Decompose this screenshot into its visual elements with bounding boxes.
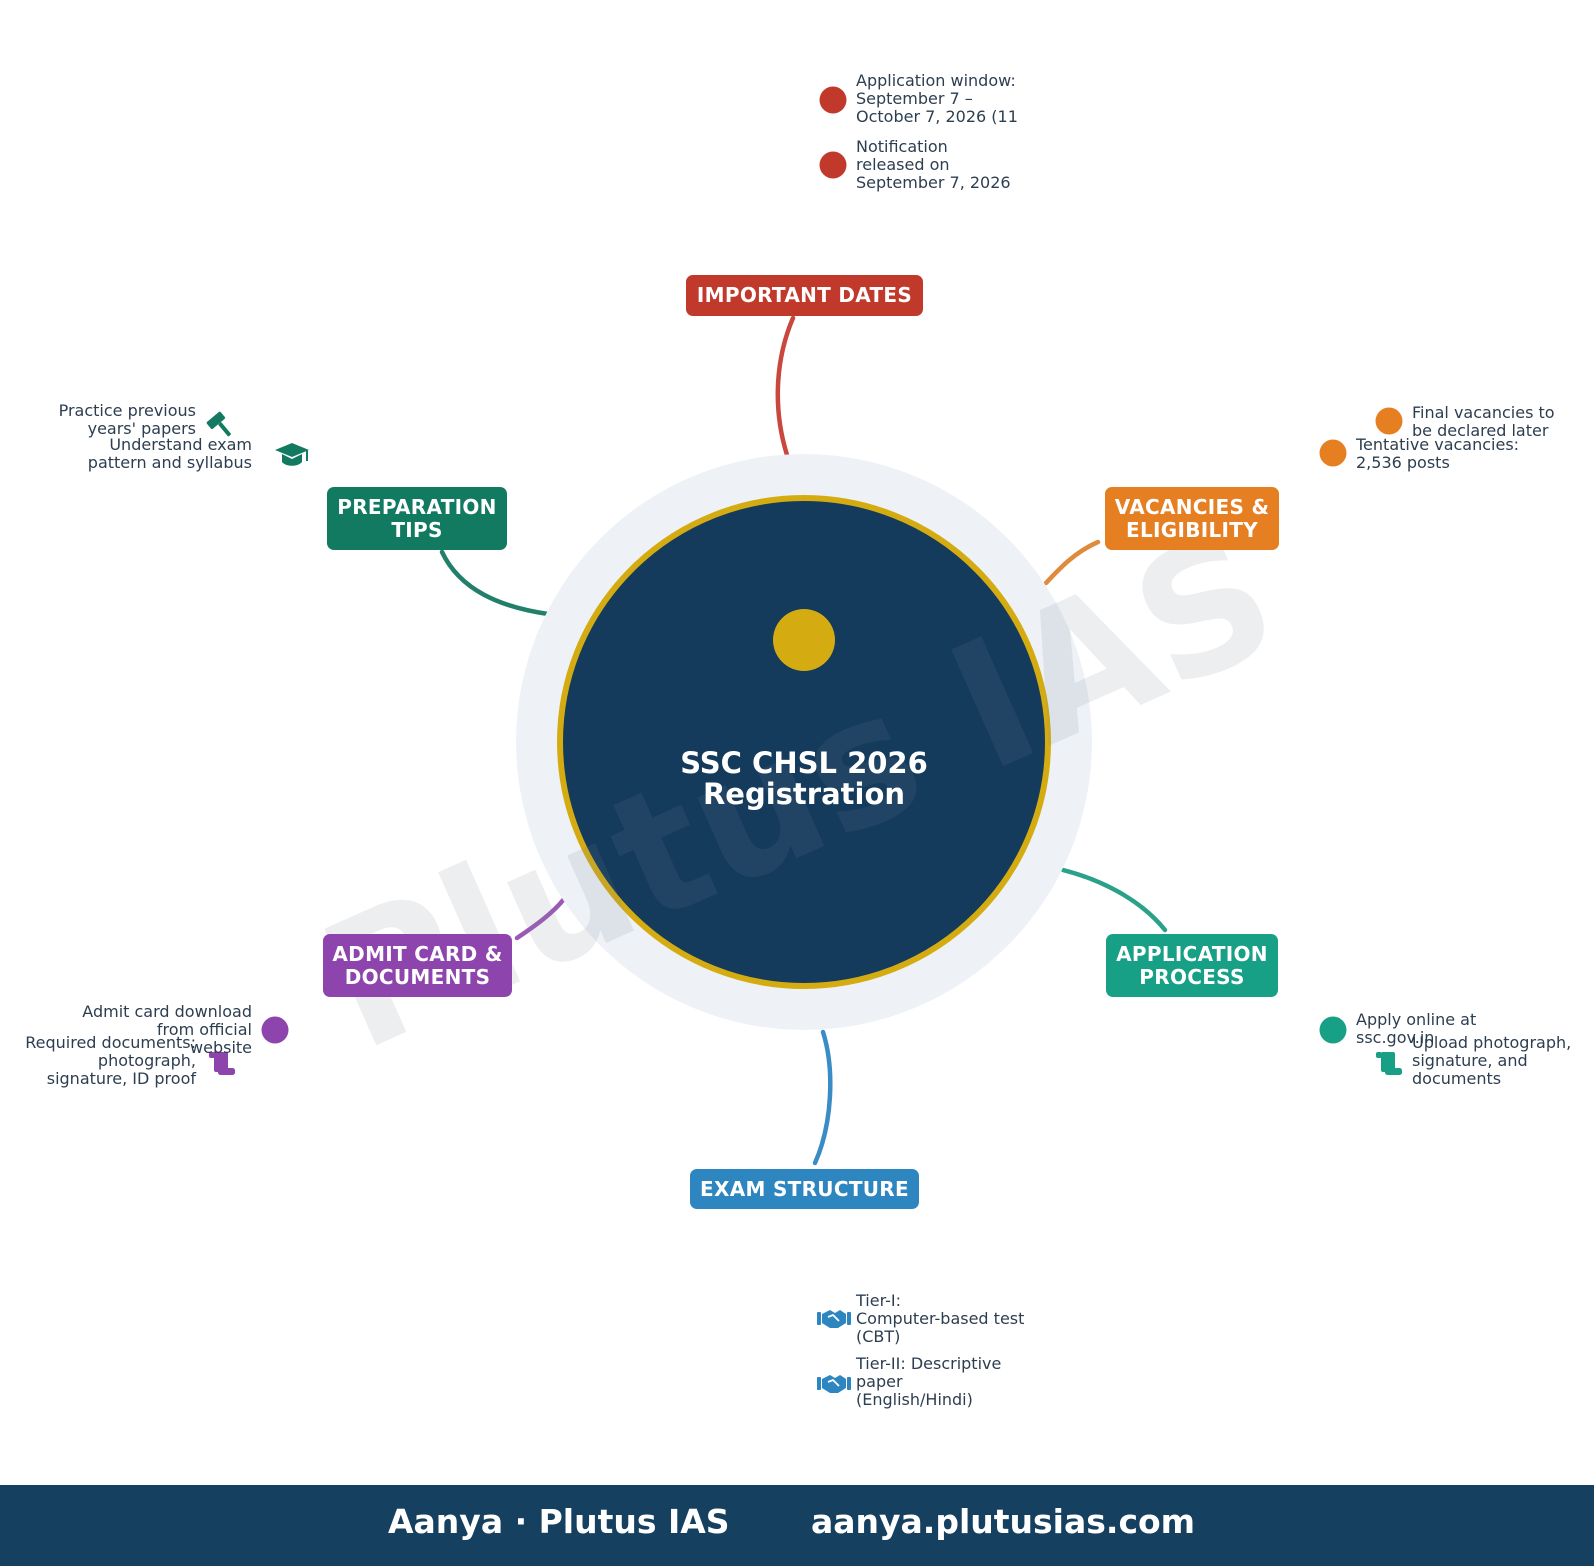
note-tier-two: Tier-II: Descriptive paper (English/Hind… bbox=[856, 1354, 1002, 1409]
dot-icon bbox=[261, 1016, 289, 1044]
branch-label: VACANCIES & ELIGIBILITY bbox=[1114, 494, 1270, 542]
connector-important-dates bbox=[775, 315, 796, 458]
dot-icon bbox=[1319, 439, 1347, 467]
graduation-cap-icon bbox=[275, 443, 309, 466]
branch-application-process[interactable]: APPLICATION PROCESS bbox=[1106, 934, 1278, 997]
branch-admit-card-documents[interactable]: ADMIT CARD & DOCUMENTS bbox=[323, 934, 512, 997]
branch-label: PREPARATION TIPS bbox=[337, 494, 497, 542]
center-title: SSC CHSL 2026 Registration bbox=[680, 746, 928, 811]
center-circle bbox=[557, 495, 1051, 989]
note-application-window: Application window: September 7 – Octobe… bbox=[856, 71, 1018, 126]
dot-icon bbox=[819, 86, 847, 114]
branch-label: ADMIT CARD & DOCUMENTS bbox=[332, 941, 503, 989]
dot-icon bbox=[819, 151, 847, 179]
connector-exam bbox=[812, 1029, 833, 1166]
connector-preparation bbox=[439, 549, 551, 617]
footer-author: Aanya · Plutus IAS bbox=[388, 1502, 730, 1541]
note-admit-card-download: Admit card download from official websit… bbox=[82, 1002, 252, 1057]
handshake-icon bbox=[817, 1375, 851, 1393]
note-practice-papers: Practice previous years' papers bbox=[58, 401, 196, 438]
note-final-vacancies: Final vacancies to be declared later bbox=[1412, 403, 1555, 440]
gavel-icon bbox=[206, 411, 231, 437]
scroll-icon bbox=[209, 1052, 235, 1075]
note-tentative-vacancies: Tentative vacancies: 2,536 posts bbox=[1356, 435, 1520, 472]
dot-icon bbox=[1375, 407, 1403, 435]
note-tier-one: Tier-I: Computer-based test (CBT) bbox=[856, 1291, 1025, 1346]
branch-vacancies-eligibility[interactable]: VACANCIES & ELIGIBILITY bbox=[1105, 487, 1279, 550]
branch-important-dates[interactable]: IMPORTANT DATES bbox=[686, 275, 923, 316]
handshake-icon bbox=[817, 1310, 851, 1328]
branch-label: IMPORTANT DATES bbox=[696, 283, 913, 307]
connector-application bbox=[1060, 867, 1168, 933]
center-gold-dot bbox=[773, 609, 835, 671]
branch-preparation-tips[interactable]: PREPARATION TIPS bbox=[327, 487, 507, 550]
branch-exam-structure[interactable]: EXAM STRUCTURE bbox=[690, 1169, 919, 1209]
dot-icon bbox=[1319, 1016, 1347, 1044]
scroll-icon bbox=[1376, 1052, 1402, 1075]
note-upload-photograph: Upload photograph, signature, and docume… bbox=[1412, 1033, 1572, 1088]
note-apply-online: Apply online at ssc.gov.in bbox=[1356, 1010, 1477, 1047]
note-notification-released: Notification released on September 7, 20… bbox=[856, 137, 1011, 192]
connector-admit bbox=[514, 896, 567, 941]
branch-label: EXAM STRUCTURE bbox=[700, 1176, 909, 1201]
footer-url[interactable]: aanya.plutusias.com bbox=[811, 1502, 1196, 1541]
connector-vacancies bbox=[1043, 539, 1101, 586]
footer-bar bbox=[0, 1485, 1594, 1566]
note-exam-pattern: Understand exam pattern and syllabus bbox=[87, 435, 252, 472]
branch-label: APPLICATION PROCESS bbox=[1116, 941, 1268, 989]
note-required-documents: Required documents: photograph, signatur… bbox=[25, 1033, 196, 1088]
